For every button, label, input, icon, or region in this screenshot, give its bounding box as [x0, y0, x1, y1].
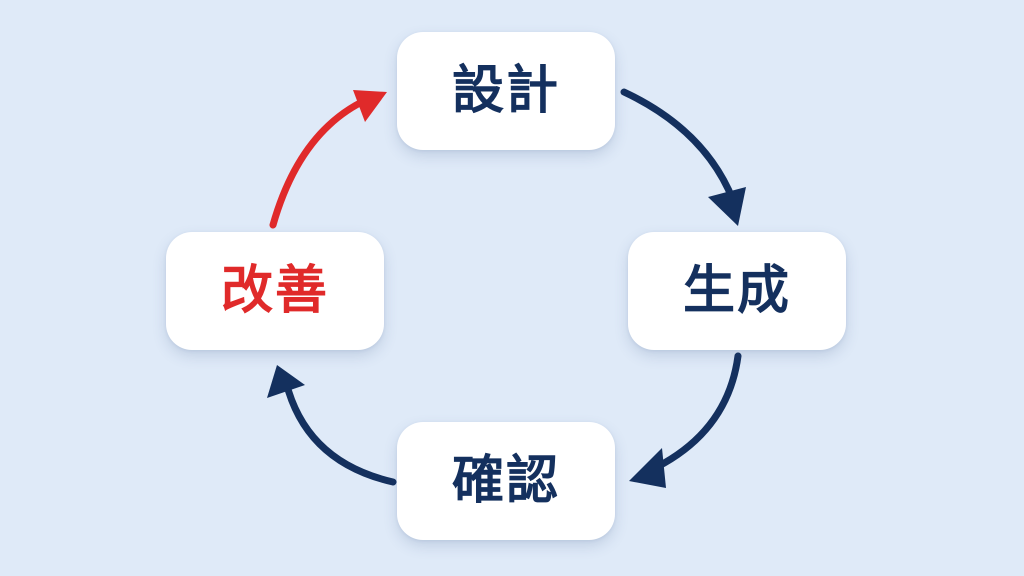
- arrow-improve-to-design: [269, 95, 372, 229]
- arrow-verify-to-improve: [282, 378, 397, 486]
- node-verify: 確認: [397, 422, 615, 540]
- node-verify-label: 確認: [451, 451, 560, 511]
- node-design-label: 設計: [451, 61, 560, 121]
- arrow-generate-to-verify: [653, 352, 742, 471]
- node-improve-label: 改善: [220, 261, 329, 321]
- arrowhead-generate-to-verify: [629, 448, 666, 488]
- arrowhead-verify-to-improve: [267, 365, 305, 398]
- arrow-design-to-generate: [620, 88, 737, 204]
- node-generate-label: 生成: [682, 261, 791, 321]
- node-design: 設計: [397, 32, 615, 150]
- arrowhead-design-to-generate: [708, 187, 746, 226]
- arrowhead-improve-to-design: [353, 90, 387, 122]
- node-improve: 改善: [166, 232, 384, 350]
- node-generate: 生成: [628, 232, 846, 350]
